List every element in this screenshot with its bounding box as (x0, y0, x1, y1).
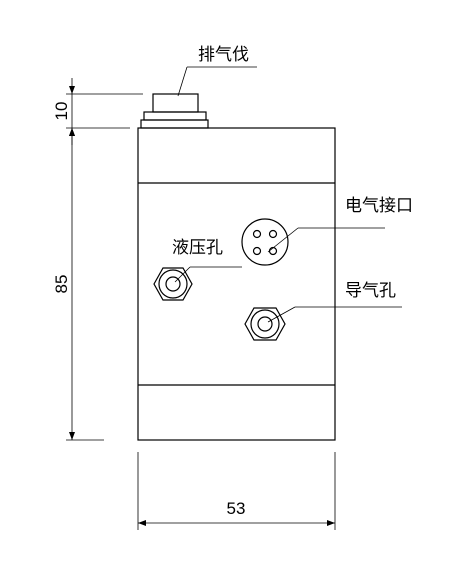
body-height-value: 85 (52, 275, 71, 294)
electrical-leader-diag (267, 227, 299, 253)
fitting-height-value: 10 (52, 102, 71, 121)
fitting-height-dimension (66, 78, 143, 145)
hydraulic-leader-diag (174, 266, 191, 283)
hydraulic-hole (153, 267, 193, 301)
exhaust-fitting-label: 排气伐 (198, 45, 249, 65)
exhaust-leader (177, 66, 257, 97)
electrical-port-label: 电气接口 (345, 196, 413, 216)
body-width-dimension (137, 452, 336, 530)
body-height-dimension (66, 128, 104, 441)
hydraulic-hole-label: 液压孔 (172, 238, 223, 258)
body-width-value: 53 (227, 499, 246, 518)
air-guide-hole-label: 导气孔 (345, 281, 396, 301)
air-guide-hole (244, 307, 286, 341)
air-guide-leader-diag (267, 306, 296, 323)
exhaust-fitting (140, 93, 209, 129)
valve-body (137, 127, 336, 441)
